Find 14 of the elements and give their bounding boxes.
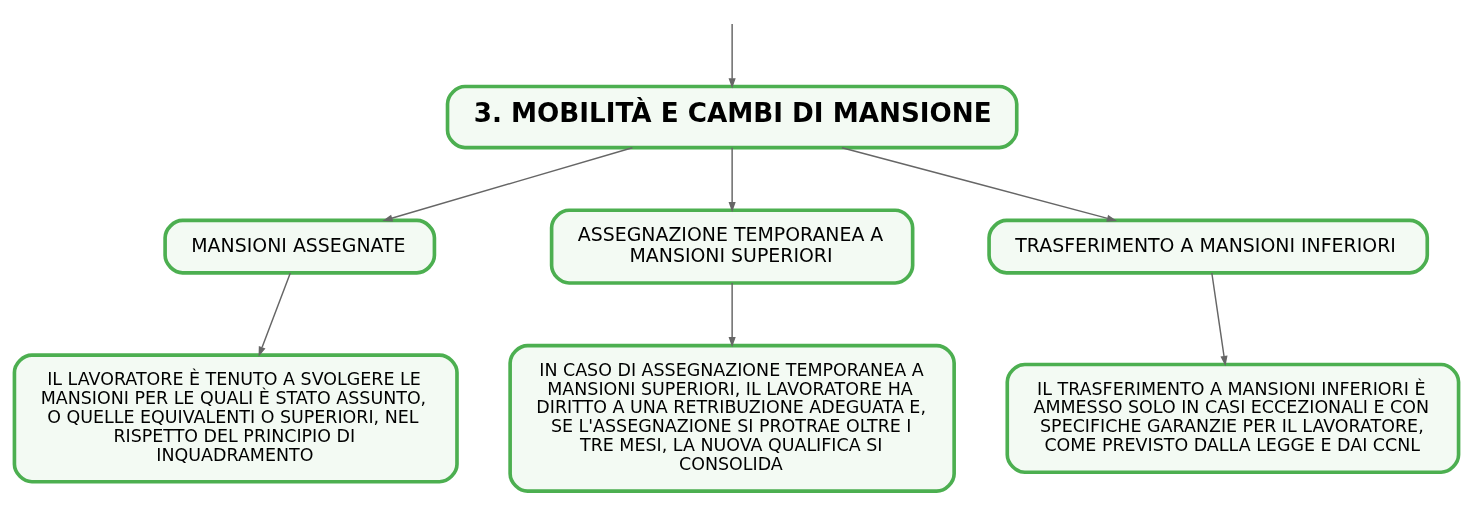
arrow <box>258 272 292 357</box>
node-box: IN CASO DI ASSEGNAZIONE TEMPORANEA A MANSIONI SUPERIORI, IL LAVORATORE HA DIRITTO A UNA RETRIBUZIONE ADEGUATA E, SE L'ASSEGNAZIONE SI PROTRAE OLTRE I TRE MESI, LA NUOVA QUALIFICA SI CONSOLIDA <box>508 343 956 493</box>
arrow <box>1211 272 1228 367</box>
node-box: IL LAVORATORE È TENUTO A SVOLGERE LE MANSIONI PER LE QUALI È STATO ASSUNTO, O QUELLE EQUIVALENTI O SUPERIORI, NEL RISPETTO DEL PRINCIPIO DI INQUADRAMENTO <box>12 353 459 484</box>
arrow <box>728 23 736 89</box>
node-box: ASSEGNAZIONE TEMPORANEA A MANSIONI SUPERIORI <box>549 208 915 285</box>
arrow <box>841 147 1118 222</box>
arrow <box>728 147 736 213</box>
node-box: 3. MOBILITÀ E CAMBI DI MANSIONE <box>445 84 1019 150</box>
node-box: TRASFERIMENTO A MANSIONI INFERIORI <box>987 218 1430 275</box>
node-box: IL TRASFERIMENTO A MANSIONI INFERIORI È AMMESSO SOLO IN CASI ECCEZIONALI E CON SPECIFICHE GARANZIE PER IL LAVORATORE, COME PREVISTO DALLA LEGGE E DAI CCNL <box>1005 362 1461 475</box>
arrow <box>728 282 736 348</box>
node-box: MANSIONI ASSEGNATE <box>163 218 437 275</box>
arrow <box>382 147 634 222</box>
